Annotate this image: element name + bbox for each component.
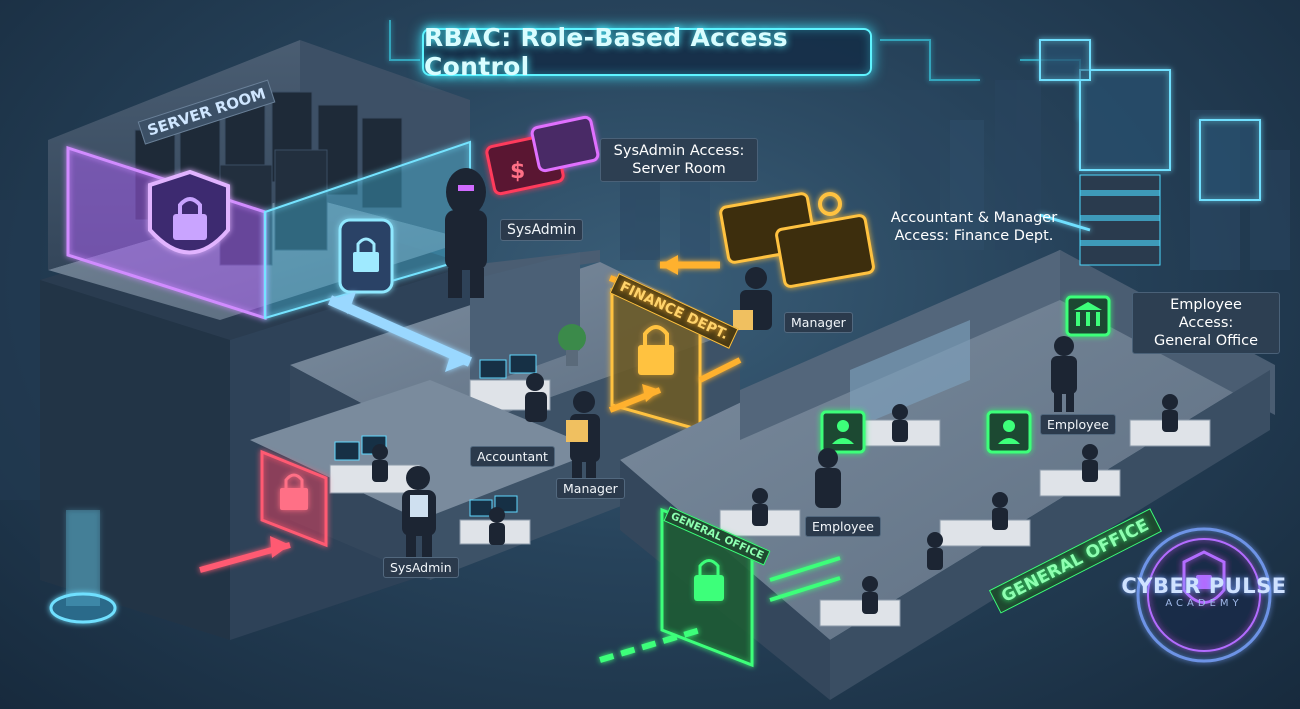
- sysadmin-hooded-figure: [445, 168, 487, 298]
- accountant-figure: [525, 373, 547, 422]
- floating-screens: [1039, 39, 1261, 201]
- brand-block: CYBER PULSE ACADEMY: [1118, 574, 1290, 609]
- callout-line: Access: Finance Dept.: [894, 228, 1054, 244]
- diagram-title: RBAC: Role-Based Access Control: [424, 23, 788, 81]
- user-badge-icon: [820, 410, 866, 454]
- role-label-employee: Employee: [1040, 414, 1116, 435]
- role-label-sysadmin: SysAdmin: [500, 219, 584, 241]
- callout-line: Accountant & Manager: [890, 210, 1058, 226]
- role-label-manager: Manager: [556, 478, 625, 499]
- callout-line: General Office: [1153, 333, 1259, 349]
- shield-lock-icon: [148, 169, 230, 255]
- svg-text:$: $: [510, 159, 525, 184]
- role-label-employee: Employee: [805, 516, 881, 537]
- brand-name: CYBER PULSE: [1121, 574, 1287, 598]
- diagram-title-frame: RBAC: Role-Based Access Control: [422, 23, 872, 81]
- role-label-sysadmin: SysAdmin: [383, 557, 459, 578]
- manager-figure: [733, 267, 772, 330]
- bank-icon: [1065, 295, 1111, 337]
- denied-lock-icon: [260, 449, 328, 548]
- sysadmin-figure: [402, 466, 436, 558]
- callout-line: Employee Access:: [1170, 297, 1242, 331]
- sysadmin-office: [250, 380, 600, 548]
- employee-figure: [815, 448, 841, 508]
- right-server-stack: [1079, 174, 1161, 266]
- user-badge-icon: [986, 410, 1032, 454]
- cyber-pulse-logo: [1136, 527, 1272, 663]
- employee-figure: [1051, 336, 1077, 412]
- role-label-accountant: Accountant: [470, 446, 555, 467]
- sysadmin-keycard-icon: $: [485, 115, 600, 196]
- brand-subtitle: ACADEMY: [1165, 598, 1243, 609]
- callout-line: Server Room: [632, 161, 726, 177]
- callout-line: SysAdmin Access:: [613, 143, 745, 159]
- hologram-pad: [49, 510, 117, 624]
- sysadmin-access-callout: SysAdmin Access: Server Room: [600, 138, 758, 182]
- employee-access-callout: Employee Access: General Office: [1132, 292, 1280, 354]
- manager-figure: [566, 391, 600, 482]
- finance-keycard-icon: [719, 192, 875, 288]
- people: [372, 168, 1178, 614]
- server-door-lock-icon: [338, 218, 394, 294]
- role-label-manager: Manager: [784, 312, 853, 333]
- finance-access-callout: Accountant & Manager Access: Finance Dep…: [880, 206, 1068, 248]
